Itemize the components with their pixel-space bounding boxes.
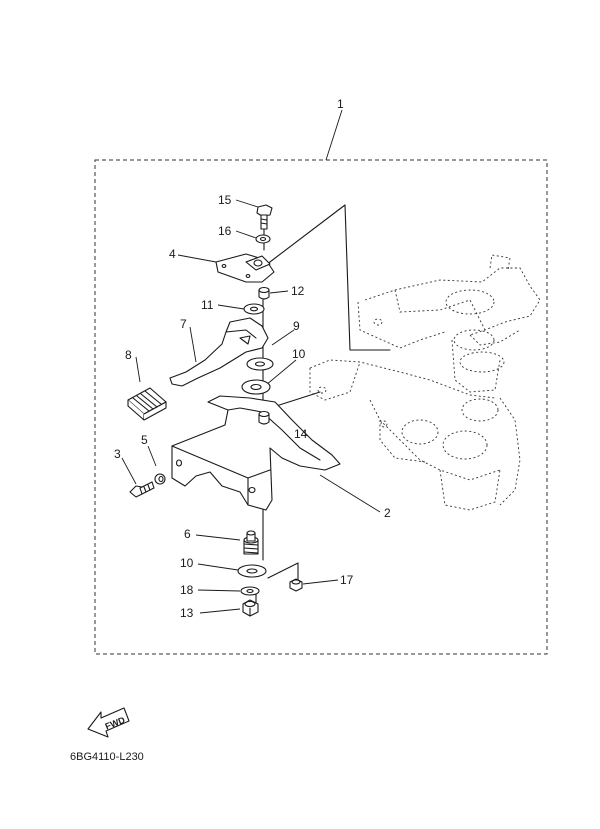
washer-part-10-upper xyxy=(241,379,271,395)
callout-12: 12 xyxy=(291,284,305,298)
callout-6: 6 xyxy=(184,527,191,541)
callout-14: 14 xyxy=(294,427,308,441)
callout-1: 1 xyxy=(337,97,344,111)
washer-part-16 xyxy=(255,234,271,244)
assembly-centerlines xyxy=(177,204,391,604)
callout-labels: 1 2 3 4 5 6 7 8 9 10 10 11 12 13 14 15 1… xyxy=(114,97,391,620)
callout-4: 4 xyxy=(169,247,176,261)
bolt-part-3 xyxy=(129,481,155,498)
grip-pad-part-8 xyxy=(127,387,167,421)
callout-16: 16 xyxy=(218,224,232,238)
callout-3: 3 xyxy=(114,447,121,461)
lever-part-7 xyxy=(169,317,269,387)
callout-10-lower: 10 xyxy=(180,556,194,570)
washer-part-9 xyxy=(246,357,274,371)
callout-13: 13 xyxy=(180,606,194,620)
callout-15: 15 xyxy=(218,193,232,207)
washer-part-11 xyxy=(243,303,265,315)
bracket-part-2 xyxy=(171,395,341,511)
callout-5: 5 xyxy=(141,433,148,447)
washer-part-18 xyxy=(240,586,260,596)
bolt-part-15 xyxy=(256,204,273,230)
forward-arrow-icon xyxy=(87,707,130,738)
bolt-part-6 xyxy=(243,530,259,555)
callout-7: 7 xyxy=(180,317,187,331)
forward-direction-badge: FWD xyxy=(87,707,130,738)
callout-18: 18 xyxy=(180,583,194,597)
assembly-boundary xyxy=(94,159,548,655)
washer-part-10-lower xyxy=(237,564,267,578)
callout-10-upper: 10 xyxy=(292,347,306,361)
callout-8: 8 xyxy=(125,348,132,362)
callout-11: 11 xyxy=(201,298,214,312)
engine-housing-outline xyxy=(309,254,541,511)
callout-2: 2 xyxy=(384,506,391,520)
collar-part-12 xyxy=(258,286,270,300)
plate-part-4 xyxy=(215,253,275,283)
nut-part-13 xyxy=(242,599,259,617)
collar-part-14 xyxy=(258,410,270,425)
nut-part-17 xyxy=(289,578,303,592)
callout-17: 17 xyxy=(340,573,354,587)
callout-9: 9 xyxy=(293,319,300,333)
drawing-code: 6BG4110-L230 xyxy=(70,751,144,763)
washer-part-5 xyxy=(154,473,166,485)
